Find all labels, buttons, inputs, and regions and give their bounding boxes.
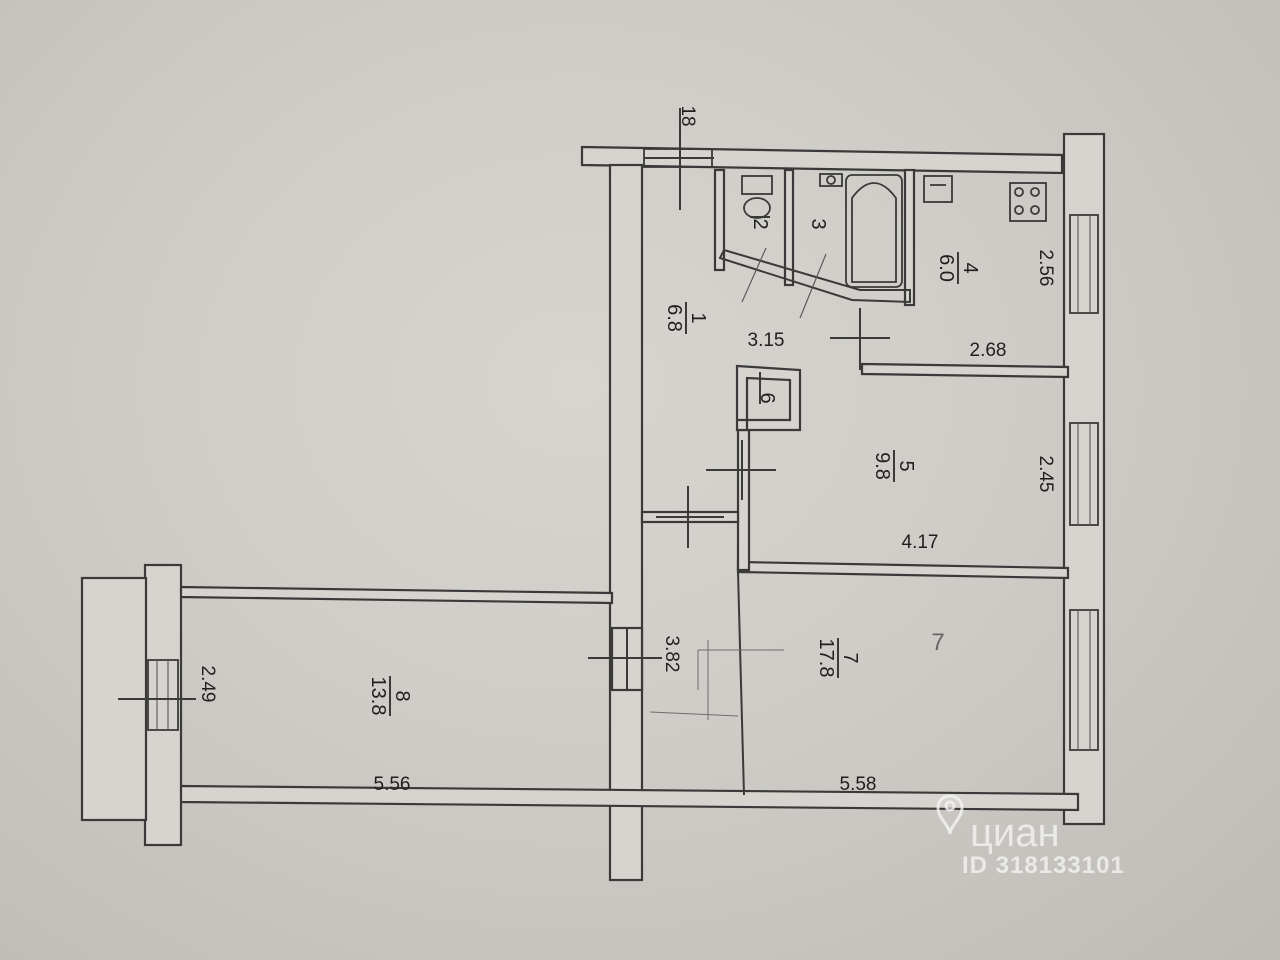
watermark-listing-id: ID 318133101 <box>962 852 1125 879</box>
room-2-number: 2 <box>749 218 771 229</box>
room-1-number: 1 <box>687 312 709 323</box>
leader-lines <box>741 247 827 319</box>
room7-left-line <box>737 571 745 796</box>
room-5-area: 9.8 <box>871 452 893 480</box>
dim-2-49: 2.49 <box>197 666 218 703</box>
room-8-area: 13.8 <box>367 677 389 716</box>
partitions <box>147 148 1099 796</box>
room-5-number: 5 <box>895 460 917 471</box>
bathtub-icon <box>845 174 903 288</box>
wall-top <box>580 145 1064 175</box>
wall-bath-mid <box>783 168 795 287</box>
dim-3-15: 3.15 <box>748 330 785 351</box>
dim-2-68: 2.68 <box>970 340 1007 361</box>
dim-2-56: 2.56 <box>1035 250 1056 287</box>
watermark: циан ID 318133101 <box>936 794 1125 879</box>
toilet-icon <box>741 175 773 219</box>
room-4-area: 6.0 <box>935 254 957 282</box>
window-1 <box>1069 214 1099 314</box>
room-6-number: 6 <box>756 392 778 403</box>
walls <box>80 132 1106 882</box>
wall-bath-left <box>713 168 726 272</box>
dim-18: 18 <box>677 105 698 126</box>
bath-diagonal <box>718 248 911 304</box>
dimension-labels: 18 3.15 2.68 2.56 2.45 4.17 3.82 5.58 5.… <box>197 105 1056 795</box>
room-4-number: 4 <box>959 262 981 273</box>
dim-5-56: 5.56 <box>374 774 411 795</box>
sink-icon <box>819 173 843 187</box>
door-markers <box>118 108 890 700</box>
room-7-number: 7 <box>839 652 861 663</box>
wall-pantry <box>735 364 802 432</box>
dim-2-45: 2.45 <box>1035 456 1056 493</box>
wall-center-vertical <box>608 163 644 882</box>
pencil-marks <box>649 640 784 720</box>
fixtures <box>741 173 1047 288</box>
stove-icon <box>1009 182 1047 222</box>
wall-room5-room7 <box>736 560 1070 580</box>
wall-room5-left <box>736 428 751 572</box>
wall-room4-room5 <box>860 362 1070 379</box>
map-pin-icon <box>936 794 964 835</box>
dim-4-17: 4.17 <box>902 532 939 553</box>
balcony-door <box>147 659 179 731</box>
room-1-area: 6.8 <box>663 304 685 332</box>
room-7-area: 17.8 <box>815 639 837 678</box>
wall-room8-top <box>178 585 614 605</box>
pencil-mark-7: 7 <box>931 629 944 656</box>
kitchen-sink-icon <box>923 175 953 203</box>
wall-bath-right <box>903 168 916 307</box>
dim-3-82: 3.82 <box>661 636 682 673</box>
room-labels: 1 6.8 2 3 4 6.0 5 9.8 6 7 17.8 <box>367 216 981 716</box>
dim-5-58: 5.58 <box>840 774 877 795</box>
wall-left <box>143 563 183 847</box>
room-8-number: 8 <box>391 690 413 701</box>
window-3 <box>1069 609 1099 751</box>
room-3-number: 3 <box>807 218 829 229</box>
window-2 <box>1069 422 1099 526</box>
watermark-brand: циан <box>970 811 1060 855</box>
